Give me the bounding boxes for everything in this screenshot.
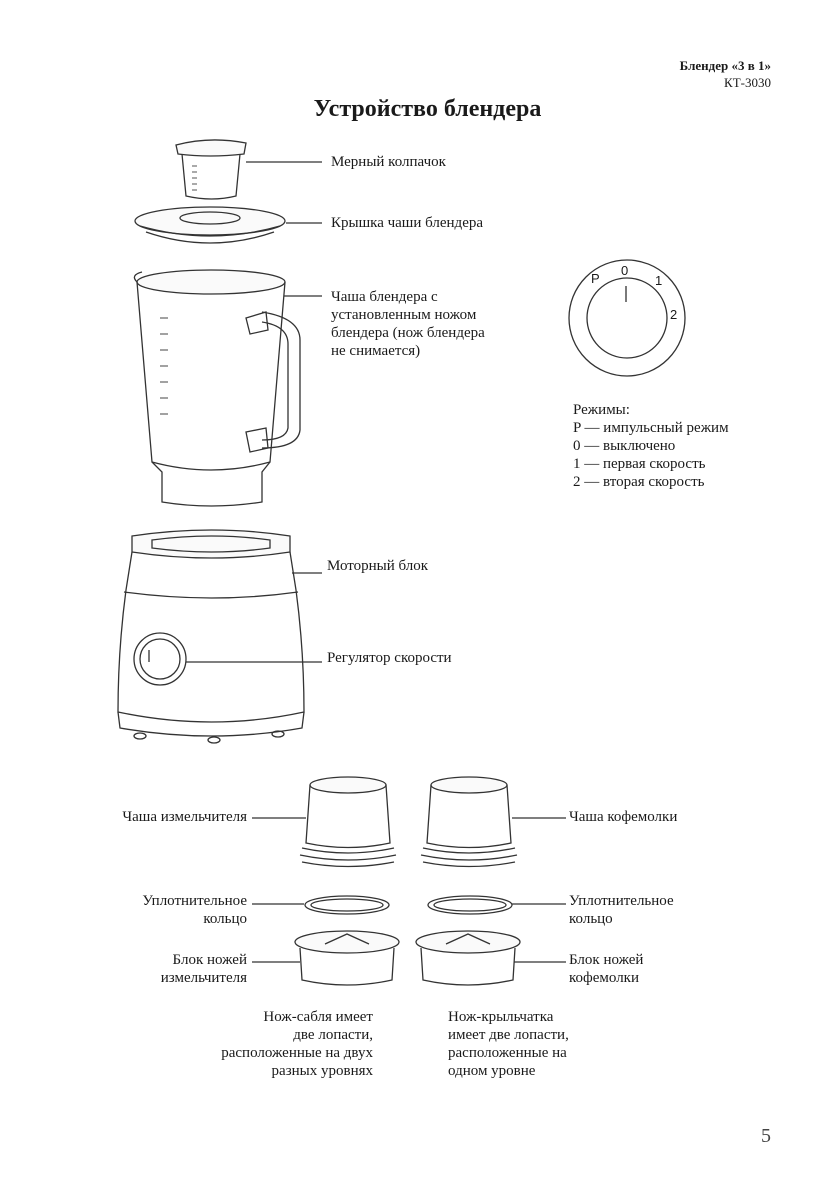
label-chopper-bowl: Чаша измельчителя (122, 809, 247, 825)
measuring-cap-drawing (175, 139, 247, 200)
header-product: Блендер «3 в 1» (679, 58, 771, 73)
dial-mark-1: 1 (655, 273, 663, 288)
mode-item: 1 — первая скорость (573, 456, 706, 472)
grinder-bowl-drawing (420, 776, 518, 868)
label-speed-regulator: Регулятор скорости (327, 650, 452, 666)
chopper-bowl-drawing (299, 776, 397, 868)
dial-mark-0: 0 (621, 263, 629, 278)
dial-mark-p: P (591, 271, 600, 286)
modes-heading: Режимы: (573, 402, 630, 418)
label-motor-unit: Моторный блок (327, 558, 429, 574)
note-saber-blade: Нож-сабля имеет две лопасти, расположенн… (221, 1009, 373, 1079)
seal-ring-left-drawing (304, 895, 390, 915)
dial-mark-2: 2 (670, 307, 678, 322)
mode-item: 2 — вторая скорость (573, 474, 705, 490)
label-jar: Чаша блендера с установленным ножом блен… (331, 289, 485, 359)
jar-drawing (133, 269, 301, 507)
label-grinder-bowl: Чаша кофемолки (569, 809, 678, 825)
chopper-blade-drawing (294, 930, 400, 986)
label-chopper-blade: Блок ножей измельчителя (160, 952, 247, 986)
label-seal-ring-right: Уплотнительное кольцо (569, 893, 674, 927)
label-grinder-blade: Блок ножей кофемолки (569, 952, 644, 986)
page-title: Устройство блендера (313, 96, 542, 122)
header-model: КТ-3030 (724, 75, 771, 90)
grinder-blade-drawing (415, 930, 521, 986)
motor-unit-drawing (117, 529, 305, 744)
label-measuring-cap: Мерный колпачок (331, 154, 446, 170)
note-impeller-blade: Нож-крыльчатка имеет две лопасти, распол… (448, 1009, 569, 1079)
seal-ring-right-drawing (427, 895, 513, 915)
jar-lid-drawing (134, 206, 286, 244)
speed-dial-drawing (568, 259, 686, 377)
page-number: 5 (761, 1125, 771, 1147)
modes-legend: Режимы: P — импульсный режим 0 — выключе… (573, 401, 729, 491)
mode-item: P — импульсный режим (573, 420, 729, 436)
label-seal-ring-left: Уплотнительное кольцо (142, 893, 247, 927)
mode-item: 0 — выключено (573, 438, 676, 454)
label-jar-lid: Крышка чаши блендера (331, 215, 484, 231)
